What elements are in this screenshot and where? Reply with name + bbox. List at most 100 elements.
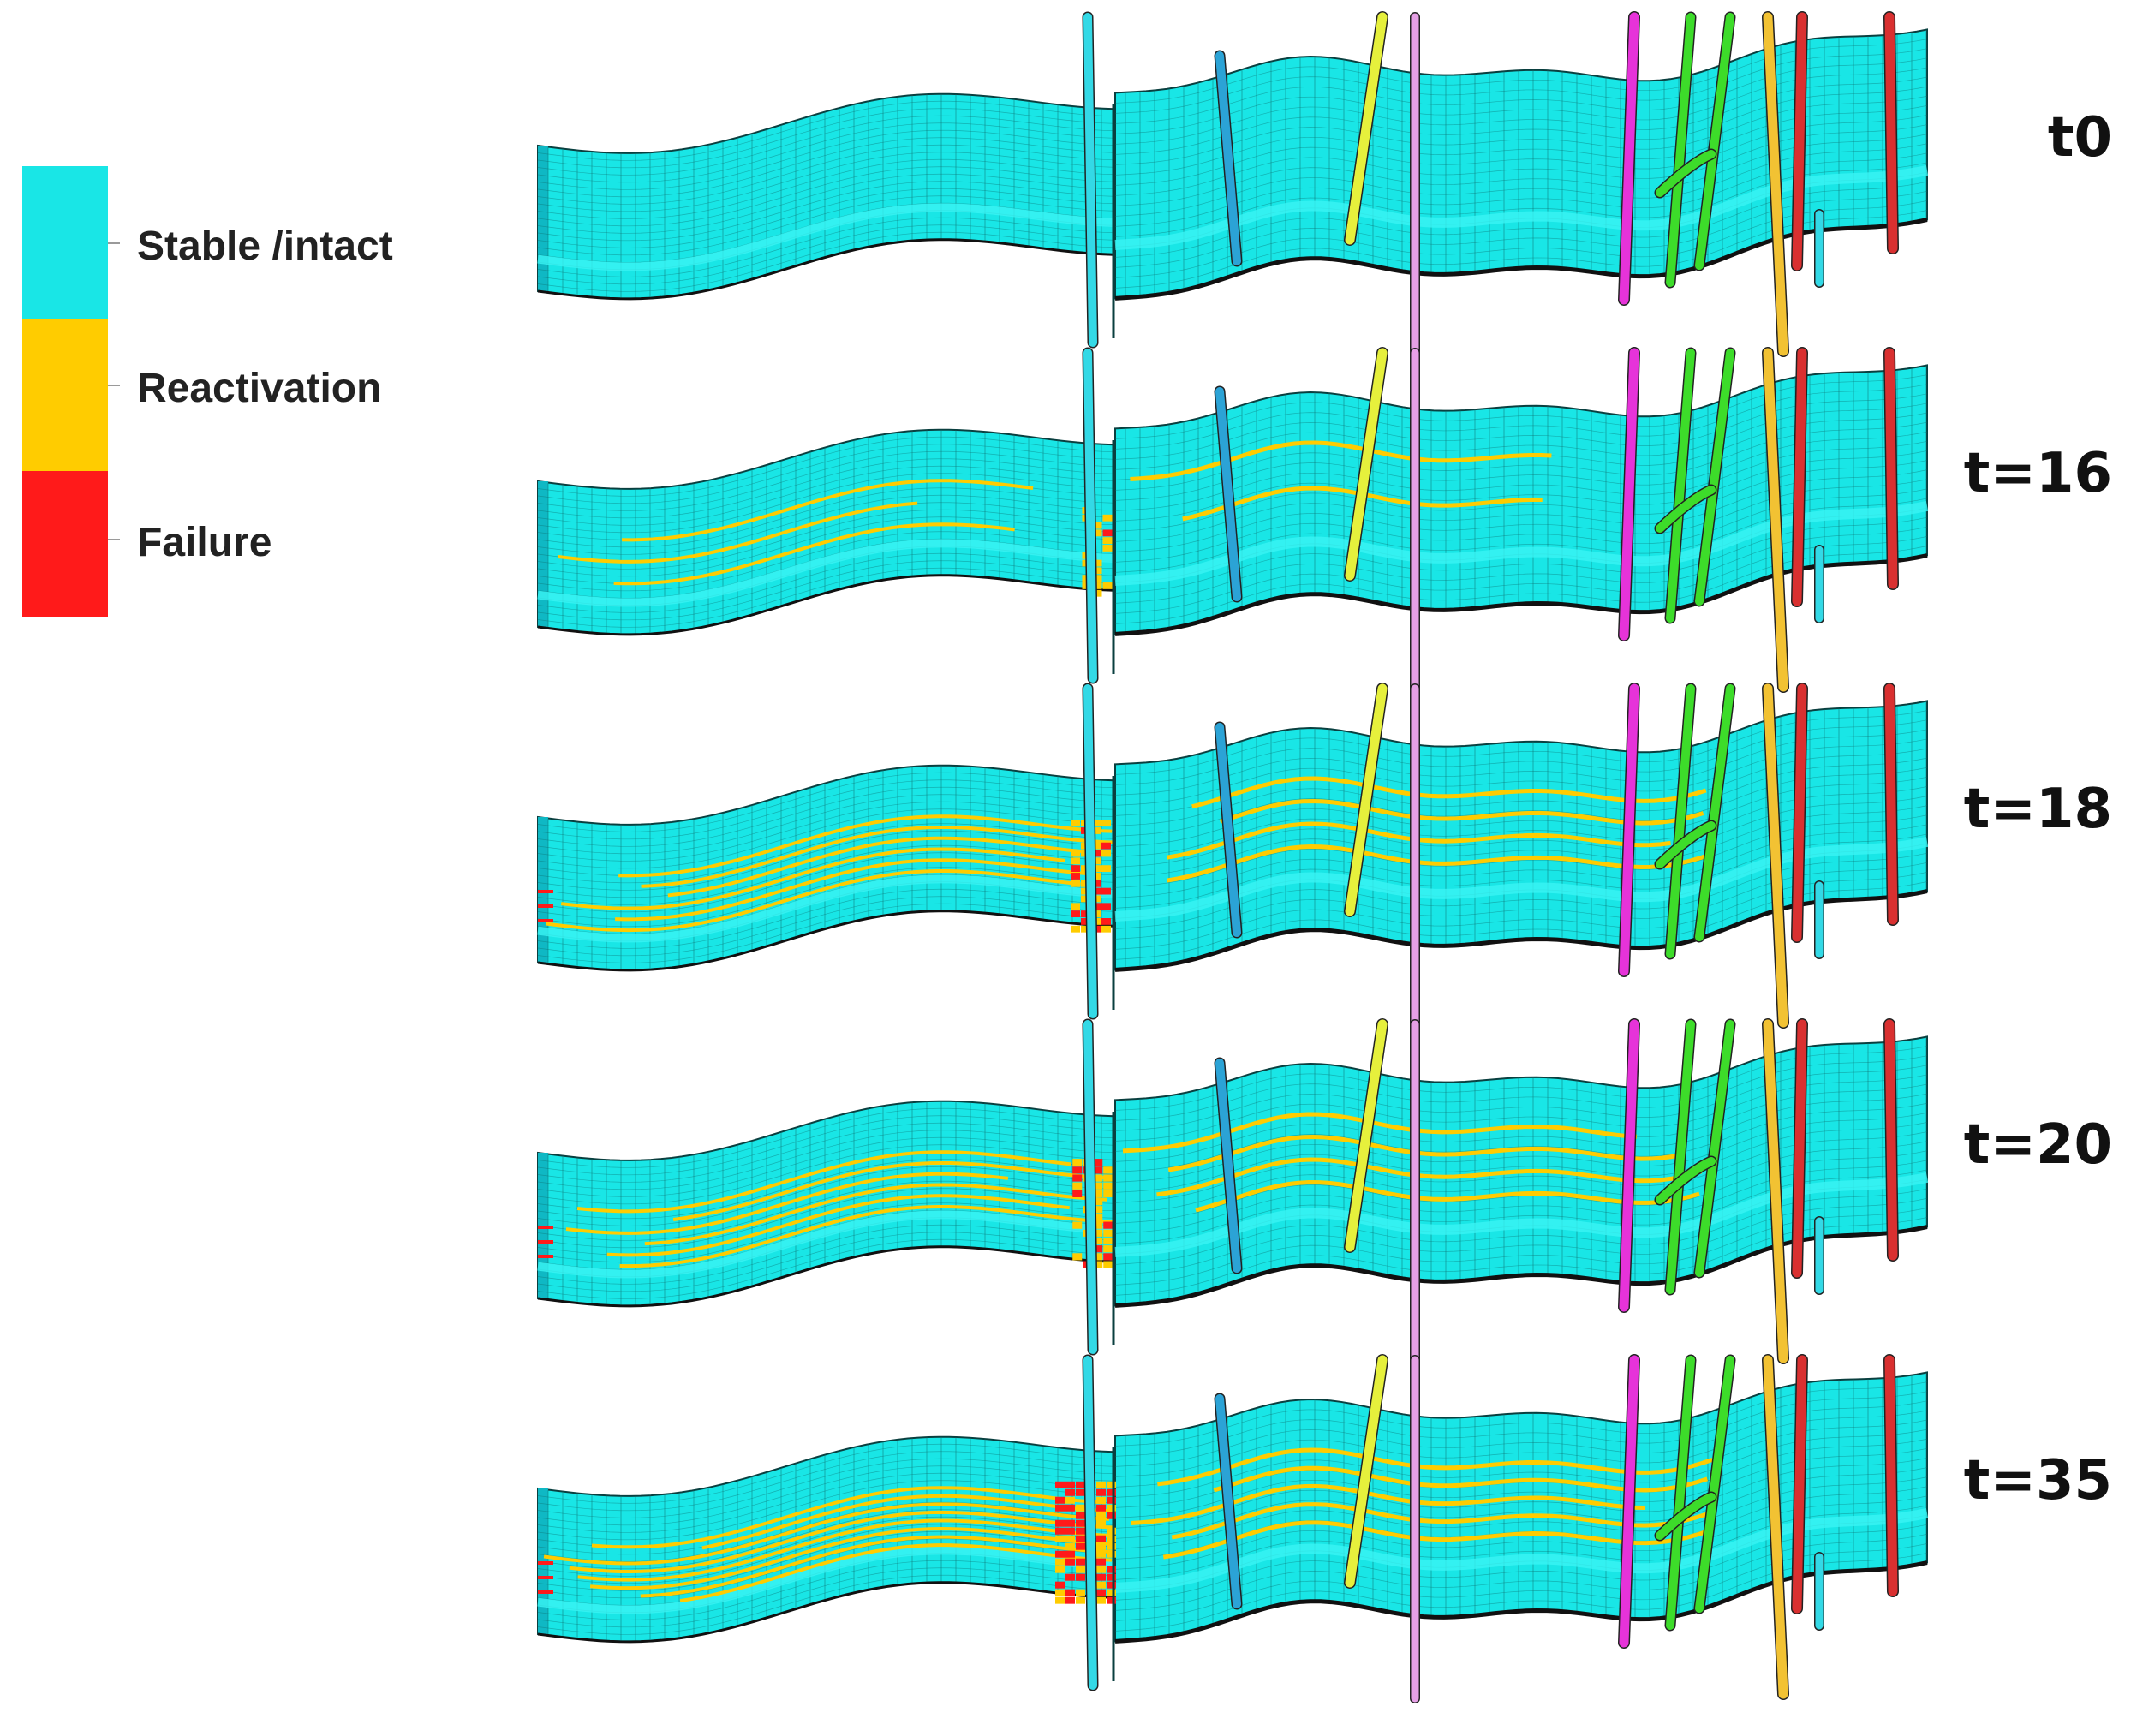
timestep-panel: t=16 [537, 347, 2112, 696]
fault-damage-cell [1096, 1519, 1106, 1527]
legend-label-reactivation: Reactivation [137, 366, 382, 411]
green-well-branch [1656, 821, 1716, 868]
fault-damage-cell [1093, 1190, 1103, 1198]
yellow-green-well [1345, 1019, 1388, 1252]
green-well-branch [1656, 1157, 1716, 1204]
fault-damage-cell [1093, 1214, 1103, 1221]
fault-damage-cell [1066, 1550, 1075, 1558]
fault-damage-cell [1081, 925, 1090, 933]
fault-damage-cell [1096, 1573, 1106, 1581]
yellow-green-well [1345, 683, 1388, 916]
fault-damage-cell [1081, 918, 1090, 925]
fault-damage-cell [1076, 1596, 1085, 1604]
fault-damage-cell [1101, 865, 1111, 873]
reactivation-layer [569, 1510, 1114, 1574]
red-well [1884, 348, 1898, 589]
reactivation-layer [577, 1518, 1113, 1582]
fault-damage-cell [1103, 1237, 1113, 1245]
fault-damage-cell [1093, 1237, 1103, 1245]
magenta-well [1619, 348, 1639, 641]
fault-damage-cell [1072, 1174, 1083, 1182]
orange-well [1763, 12, 1788, 356]
fault-damage-cell [1107, 1488, 1116, 1496]
fault-damage-cell [1055, 1550, 1065, 1558]
fault-damage-cell [1096, 1512, 1106, 1519]
fault-damage-cell [1066, 1589, 1075, 1596]
cyan-well [1083, 1356, 1097, 1690]
red-well [1792, 1355, 1807, 1614]
fault-damage-cell [1076, 1481, 1085, 1488]
fault-damage-cell [1096, 1558, 1106, 1566]
reactivation-layer [619, 1204, 1113, 1268]
fault-damage-cell [1096, 1488, 1106, 1496]
red-well [1792, 12, 1807, 271]
reactivation-layer [667, 836, 1110, 898]
blue-well [1215, 723, 1241, 937]
timestep-label: t=18 [1964, 778, 2112, 841]
fault-damage-cell [1107, 1496, 1116, 1504]
legend-label-failure: Failure [137, 520, 272, 565]
magenta-well [1619, 12, 1639, 305]
fault-damage-cell [1091, 820, 1101, 827]
reactivation-layer [557, 501, 918, 564]
fault-damage-cell [1093, 1198, 1103, 1206]
red-well [1792, 348, 1807, 606]
fault-damage-cell [1103, 1245, 1113, 1253]
fault-damage-cell [1103, 1261, 1113, 1268]
reactivation-layer [615, 858, 1099, 922]
fault-damage-cell [1103, 1221, 1113, 1229]
legend-swatch-reactivation [22, 319, 108, 471]
fault-damage-cell [1076, 1535, 1085, 1542]
reactivation-layer [640, 1535, 1113, 1598]
fault-damage-cell [1092, 529, 1102, 537]
fault-damage-cell [1102, 514, 1113, 522]
legend-swatch-failure [22, 471, 108, 617]
fault-damage-cell [1093, 1253, 1103, 1261]
fault-damage-cell [1096, 1589, 1106, 1596]
fault-damage-cell [1071, 865, 1080, 873]
fault-damage-cell [1103, 1182, 1113, 1190]
fault-damage-cell [1096, 1481, 1106, 1488]
reactivation-layer [589, 1527, 1115, 1590]
fault-damage-cell [1055, 1596, 1065, 1604]
cyan-well [1083, 684, 1097, 1018]
fault-damage-cell [1096, 1504, 1106, 1512]
reactivation-layer [606, 1194, 1070, 1257]
fault-damage-cell [1101, 820, 1111, 827]
fault-damage-cell [1066, 1519, 1075, 1527]
yellow-green-well [1345, 12, 1388, 245]
legend-swatch-stable [22, 166, 108, 319]
cyan-well [1083, 349, 1097, 683]
cyan-well [1083, 1020, 1097, 1354]
reactivation-layer [1131, 1483, 1645, 1526]
green-well [1695, 349, 1734, 606]
green-well [1666, 684, 1695, 958]
fault-damage-cell [1091, 827, 1101, 834]
legend-label-stable: Stable /intact [137, 224, 393, 269]
fault-damage-cell [1103, 1174, 1113, 1182]
fault-damage-cell [1102, 537, 1113, 545]
fault-damage-cell [1107, 1542, 1116, 1550]
reactivation-layer [622, 479, 1034, 542]
fault-damage-cell [1071, 873, 1080, 880]
fault-damage-cell [1076, 1573, 1085, 1581]
fault-damage-cell [1093, 1182, 1103, 1190]
reactivation-layer [1130, 440, 1552, 481]
red-well [1884, 1019, 1898, 1261]
legend-tick [108, 385, 120, 386]
fault-damage-cell [1102, 582, 1113, 589]
fault-damage-cell [1076, 1488, 1085, 1496]
timestep-label: t0 [2048, 106, 2112, 170]
fault-damage-cell [1101, 925, 1111, 933]
fault-damage-cell [1076, 1542, 1085, 1550]
fault-damage-cell [1093, 1159, 1103, 1166]
fault-damage-cell [1071, 903, 1080, 910]
fault-damage-cell [1072, 1253, 1083, 1261]
green-well [1666, 1020, 1695, 1294]
fault-damage-cell [1072, 1182, 1083, 1190]
timestep-label: t=35 [1964, 1449, 2112, 1512]
cyan-well [1083, 13, 1097, 347]
fault-damage-cell [1093, 1221, 1103, 1229]
fault-damage-cell [1101, 850, 1111, 857]
fault-damage-cell [1055, 1504, 1065, 1512]
